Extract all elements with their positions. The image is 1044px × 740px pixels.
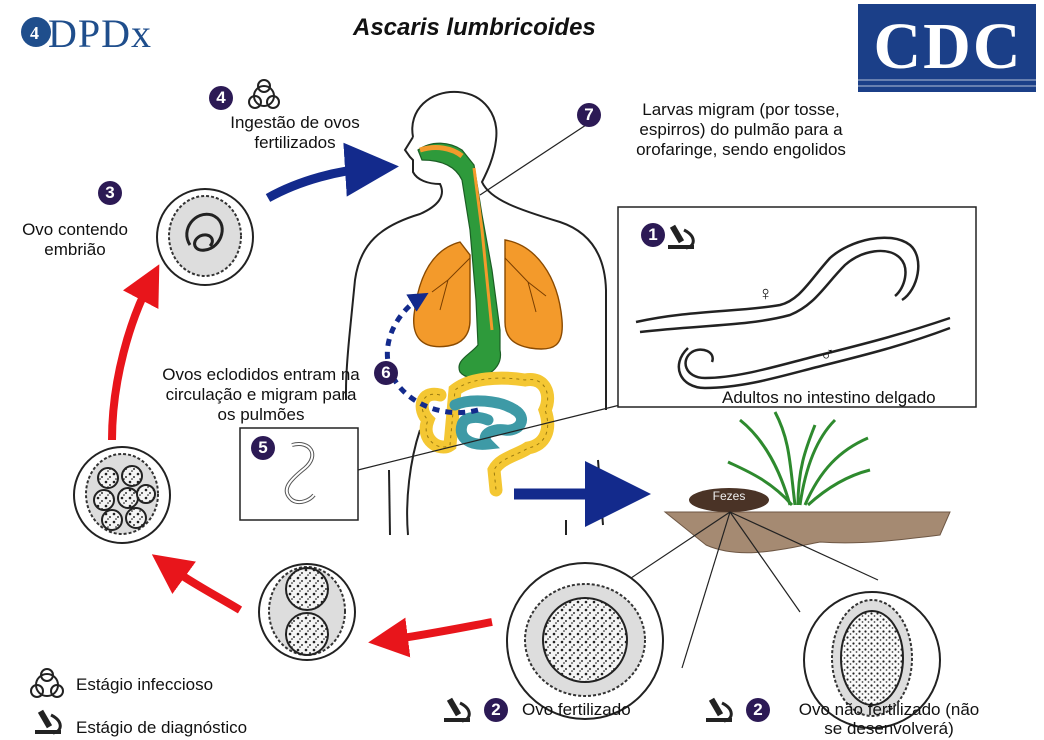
blue-arrow-ingestion	[268, 168, 372, 198]
dpdx-logo: DPDx	[48, 10, 152, 57]
step-2-unfertilized-label-line1: Ovo não fertilizado (não	[776, 700, 1002, 720]
step-7-label-line3: orofaringe, sendo engolidos	[606, 140, 876, 160]
step-6-label-line1: Ovos eclodidos entram na	[148, 365, 374, 385]
step-2-number-unfertilized: 2	[750, 700, 766, 720]
step-6-number: 6	[378, 363, 394, 383]
red-arrow-1	[388, 622, 492, 640]
adult-worms-box	[618, 207, 976, 407]
microscope-icon-step2b	[706, 698, 732, 722]
egg-two-cell	[259, 564, 355, 660]
microscope-icon-step2a	[444, 698, 470, 722]
egg-multi-cell	[74, 447, 170, 543]
step-2-number-fertilized: 2	[488, 700, 504, 720]
egg-embryonated	[157, 189, 253, 285]
step-1-number: 1	[645, 225, 661, 245]
biohazard-icon-step4	[249, 80, 279, 108]
step-4-label-line2: fertilizados	[200, 133, 390, 153]
microscope-icon-legend	[35, 710, 61, 734]
step-2-fertilized-label: Ovo fertilizado	[522, 700, 631, 720]
step-7-label-line2: espirros) do pulmão para a	[606, 120, 876, 140]
diagram-title: Ascaris lumbricoides	[353, 14, 596, 42]
dpdx-logo-mark: 4	[21, 17, 51, 47]
cdc-logo: CDC	[865, 6, 1031, 88]
step-6-label-line2: circulação e migram para	[148, 385, 374, 405]
step-5-number: 5	[255, 438, 271, 458]
step-7-label-line1: Larvas migram (por tosse,	[606, 100, 876, 120]
step-6-label-line3: os pulmões	[148, 405, 374, 425]
svg-text:4: 4	[30, 23, 39, 43]
legend-diagnostic: Estágio de diagnóstico	[76, 718, 247, 738]
step-3-label-line1: Ovo contendo	[0, 220, 150, 240]
step-4-label-line1: Ingestão de ovos	[200, 113, 390, 133]
step-4-number: 4	[213, 88, 229, 108]
step-3-label-line2: embrião	[0, 240, 150, 260]
feces-label: Fezes	[693, 489, 765, 503]
female-symbol: ♀	[758, 284, 773, 304]
soil	[665, 512, 950, 553]
egg-fertilized	[507, 563, 663, 719]
biohazard-icon-legend	[31, 669, 63, 697]
step-1-label: Adultos no intestino delgado	[722, 388, 936, 408]
step-3-number: 3	[102, 183, 118, 203]
male-symbol: ♂	[820, 345, 835, 365]
step-7-number: 7	[581, 105, 597, 125]
legend-infective: Estágio infeccioso	[76, 675, 213, 695]
red-arrow-3	[112, 282, 150, 440]
step-2-unfertilized-label-line2: se desenvolverá)	[776, 719, 1002, 739]
red-arrow-2	[168, 566, 240, 610]
